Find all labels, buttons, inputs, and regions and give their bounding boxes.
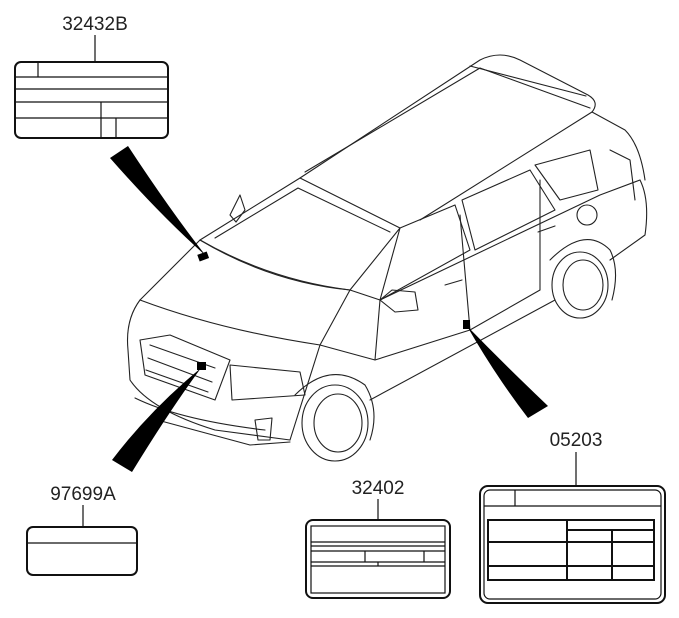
leader-05203 bbox=[467, 326, 548, 418]
leader-97699A bbox=[112, 368, 201, 472]
sticker-location-marker-front bbox=[197, 362, 206, 370]
part-number: 32402 bbox=[352, 478, 405, 499]
part-label-32402[interactable]: 32402 bbox=[305, 478, 451, 599]
part-label-97699A[interactable]: 97699A bbox=[26, 484, 138, 576]
leader-32432B bbox=[110, 146, 206, 256]
part-label-05203[interactable]: 05203 bbox=[479, 430, 666, 604]
vehicle-illustration bbox=[126, 54, 648, 462]
sticker-location-marker-door bbox=[463, 320, 470, 329]
part-label-32432B[interactable]: 32432B bbox=[14, 14, 169, 139]
part-number: 32432B bbox=[62, 14, 128, 35]
sticker-location-marker-hood bbox=[197, 251, 210, 262]
part-number: 97699A bbox=[50, 484, 116, 505]
part-number: 05203 bbox=[550, 430, 603, 451]
